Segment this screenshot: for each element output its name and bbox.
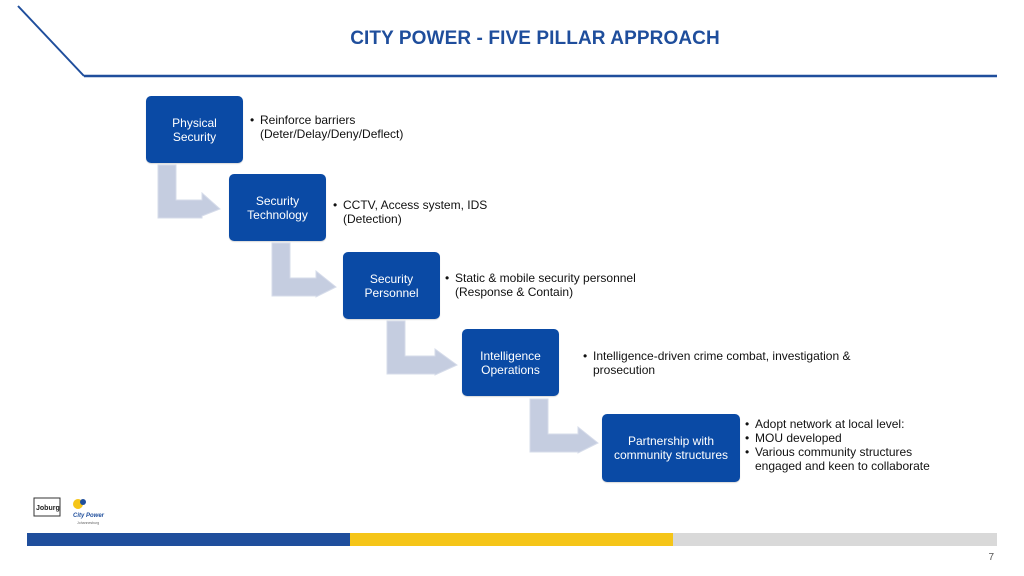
pillar-bullets: Reinforce barriers (Deter/Delay/Deny/Def… [250,113,403,141]
arrow-icon [386,320,458,376]
pillar-box-intelligence-operations: Intelligence Operations [462,329,559,396]
pillar-label: Physical Security [172,115,217,144]
pillar-box-partnership: Partnership with community structures [602,414,740,482]
bullet-item: Static & mobile security personnel (Resp… [445,271,636,299]
page-title: CITY POWER - FIVE PILLAR APPROACH [350,28,720,49]
bullet-item: CCTV, Access system, IDS (Detection) [333,198,487,226]
bullet-item: Intelligence-driven crime combat, invest… [583,349,850,377]
svg-text:City Power: City Power [73,513,105,519]
arrow-icon [529,398,599,454]
arrow-icon [157,164,221,219]
pillar-label: Partnership with community structures [613,434,729,462]
pillar-label: Intelligence Operations [480,348,541,377]
footer-bar-blue [27,533,350,546]
city-power-logo: Joburg City Power Johannesburg [33,497,113,527]
svg-text:Johannesburg: Johannesburg [77,521,99,525]
pillar-box-physical-security: Physical Security [146,96,243,163]
bullet-item: MOU developed [745,431,930,445]
bullet-item: Reinforce barriers (Deter/Delay/Deny/Def… [250,113,403,141]
bullet-item: Adopt network at local level: [745,417,930,431]
pillar-box-security-personnel: Security Personnel [343,252,440,319]
pillar-bullets: CCTV, Access system, IDS (Detection) [333,198,487,226]
pillar-label: Security Personnel [364,271,419,300]
pillar-bullets: Adopt network at local level: MOU develo… [745,417,930,473]
pillar-bullets: Intelligence-driven crime combat, invest… [583,349,850,377]
bullet-item: Various community structures engaged and… [745,445,930,473]
footer-bar-yellow [350,533,673,546]
pillar-bullets: Static & mobile security personnel (Resp… [445,271,636,299]
pillar-label: Security Technology [247,193,308,222]
header-decoration [17,5,997,78]
page-number: 7 [988,552,994,563]
svg-text:Joburg: Joburg [36,505,60,512]
footer-bar-gray [673,533,997,546]
pillar-box-security-technology: Security Technology [229,174,326,241]
arrow-icon [271,242,337,298]
